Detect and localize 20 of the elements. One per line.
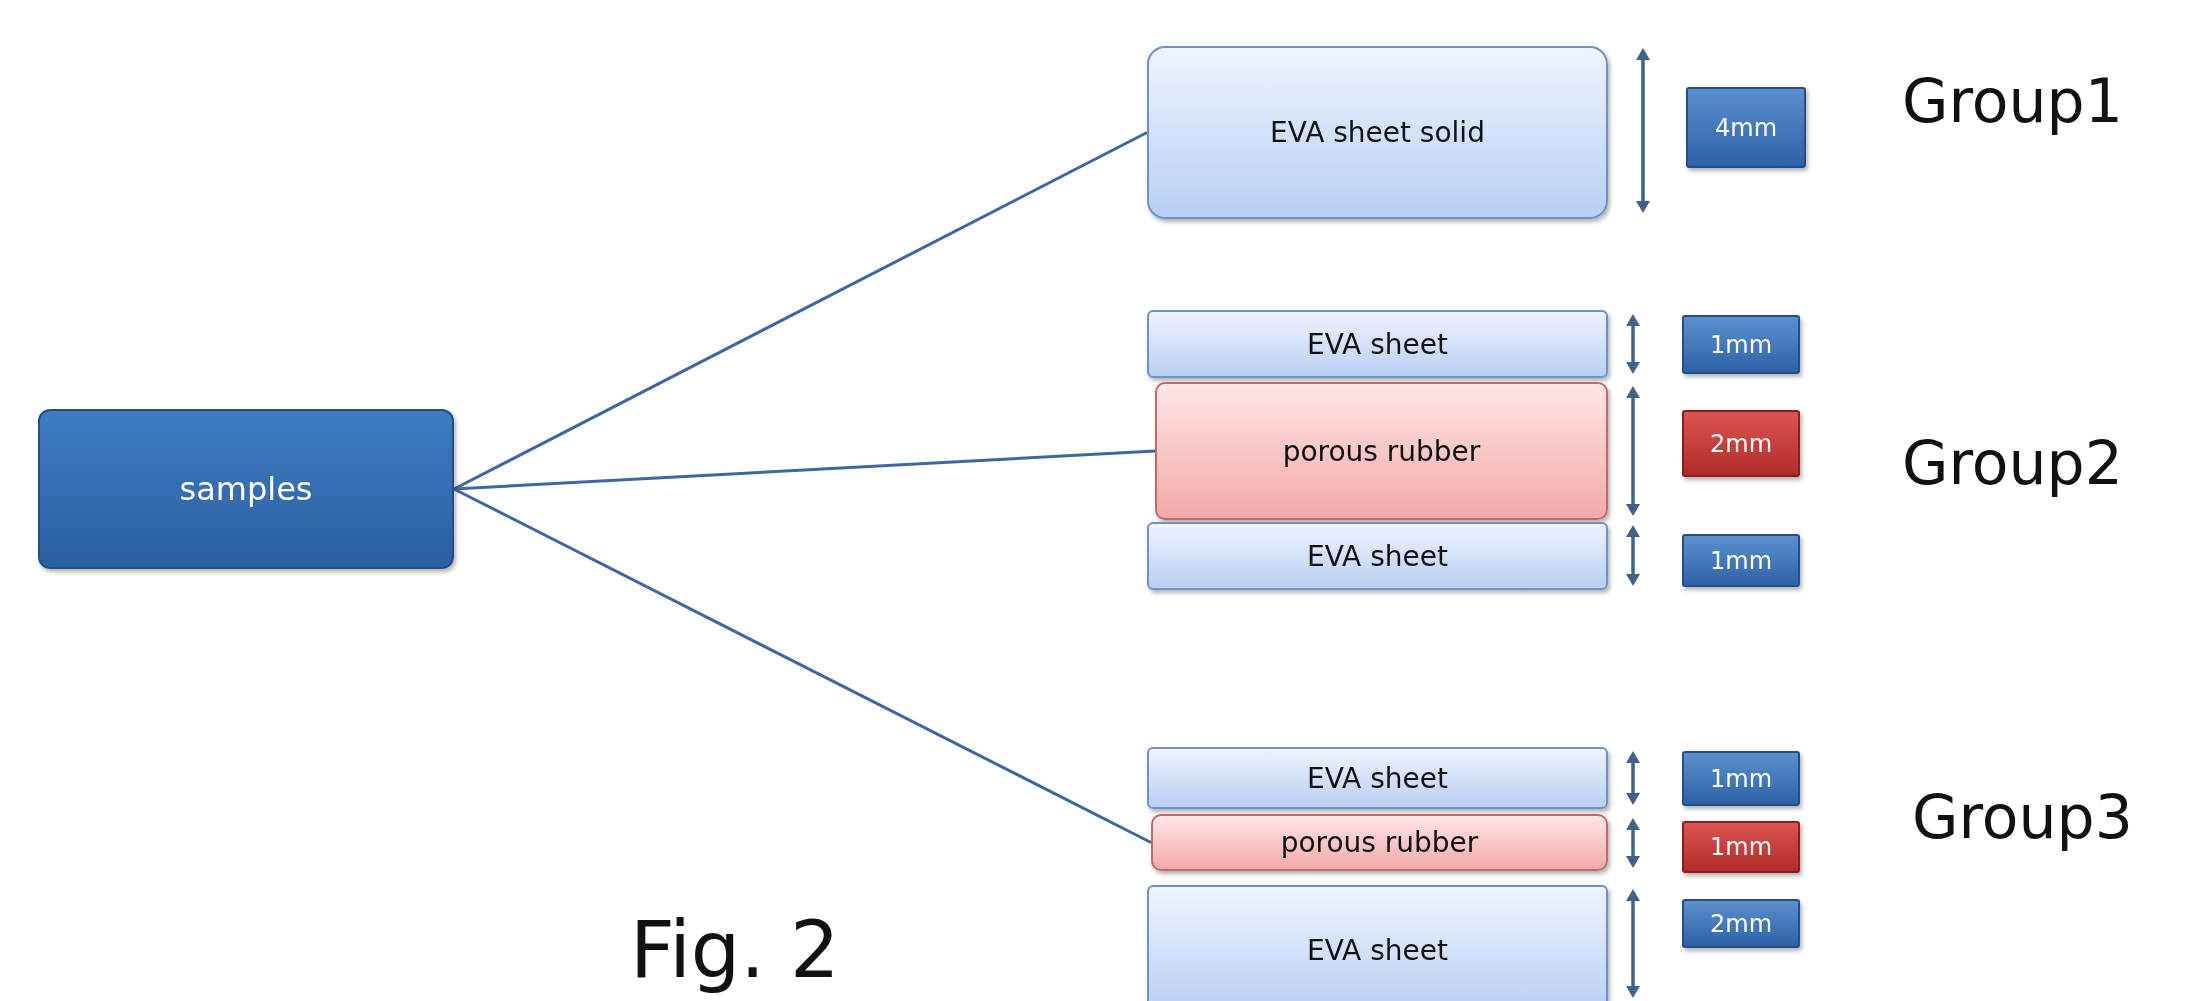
thickness-tag: 2mm (1682, 410, 1800, 477)
thickness-tag: 1mm (1682, 315, 1800, 374)
layer-box: porous rubber (1155, 382, 1608, 520)
thickness-tag: 1mm (1682, 534, 1800, 587)
thickness-tag: 1mm (1682, 821, 1800, 873)
group-label: Group1 (1902, 66, 2123, 136)
thickness-tag: 1mm (1682, 751, 1800, 806)
layer-box: EVA sheet solid (1147, 46, 1608, 219)
layer-box: EVA sheet (1147, 310, 1608, 378)
group-label: Group3 (1912, 782, 2133, 852)
figure-caption: Fig. 2 (630, 905, 840, 995)
thickness-tag: 4mm (1686, 87, 1806, 168)
layer-box: EVA sheet (1147, 747, 1608, 809)
process-box: samples (38, 409, 454, 569)
connector-line (453, 487, 1152, 844)
layer-box: EVA sheet (1147, 885, 1608, 1001)
layer-box: porous rubber (1151, 814, 1608, 871)
thickness-tag: 2mm (1682, 899, 1800, 948)
group-label: Group2 (1902, 428, 2123, 498)
layer-box: EVA sheet (1147, 522, 1608, 590)
